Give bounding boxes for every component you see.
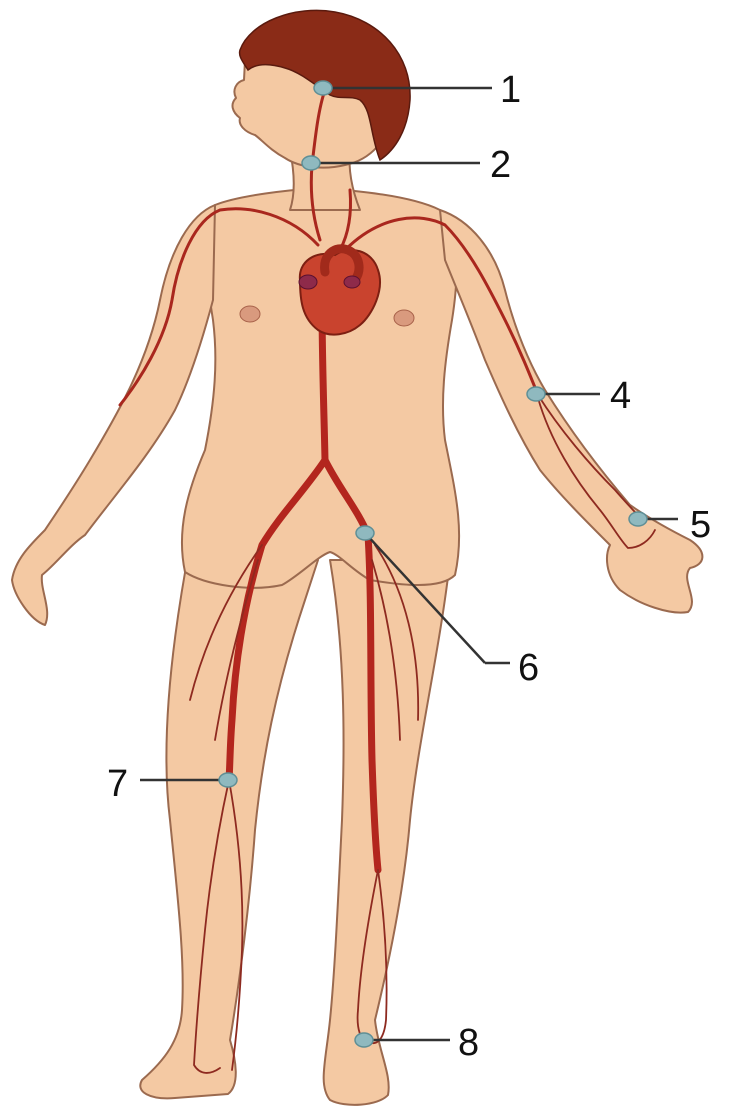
pulse-point-8 bbox=[355, 1033, 373, 1047]
pulse-point-5 bbox=[629, 512, 647, 526]
label-1: 1 bbox=[500, 69, 521, 111]
human-body-illustration bbox=[12, 10, 702, 1104]
label-7: 7 bbox=[107, 763, 128, 805]
right-leg bbox=[324, 560, 450, 1105]
heart-vessel-left bbox=[299, 275, 317, 289]
label-2: 2 bbox=[490, 144, 511, 186]
pulse-point-6 bbox=[356, 526, 374, 540]
pulse-point-7 bbox=[219, 773, 237, 787]
right-nipple bbox=[394, 310, 414, 326]
label-6: 6 bbox=[518, 647, 539, 689]
pulse-point-2 bbox=[302, 156, 320, 170]
heart-vessel-right bbox=[344, 276, 360, 288]
left-leg bbox=[140, 545, 318, 1098]
left-nipple bbox=[240, 306, 260, 322]
pulse-point-4 bbox=[527, 387, 545, 401]
label-8: 8 bbox=[458, 1022, 479, 1064]
label-4: 4 bbox=[610, 375, 631, 417]
label-5: 5 bbox=[690, 504, 711, 546]
pulse-point-1 bbox=[314, 81, 332, 95]
